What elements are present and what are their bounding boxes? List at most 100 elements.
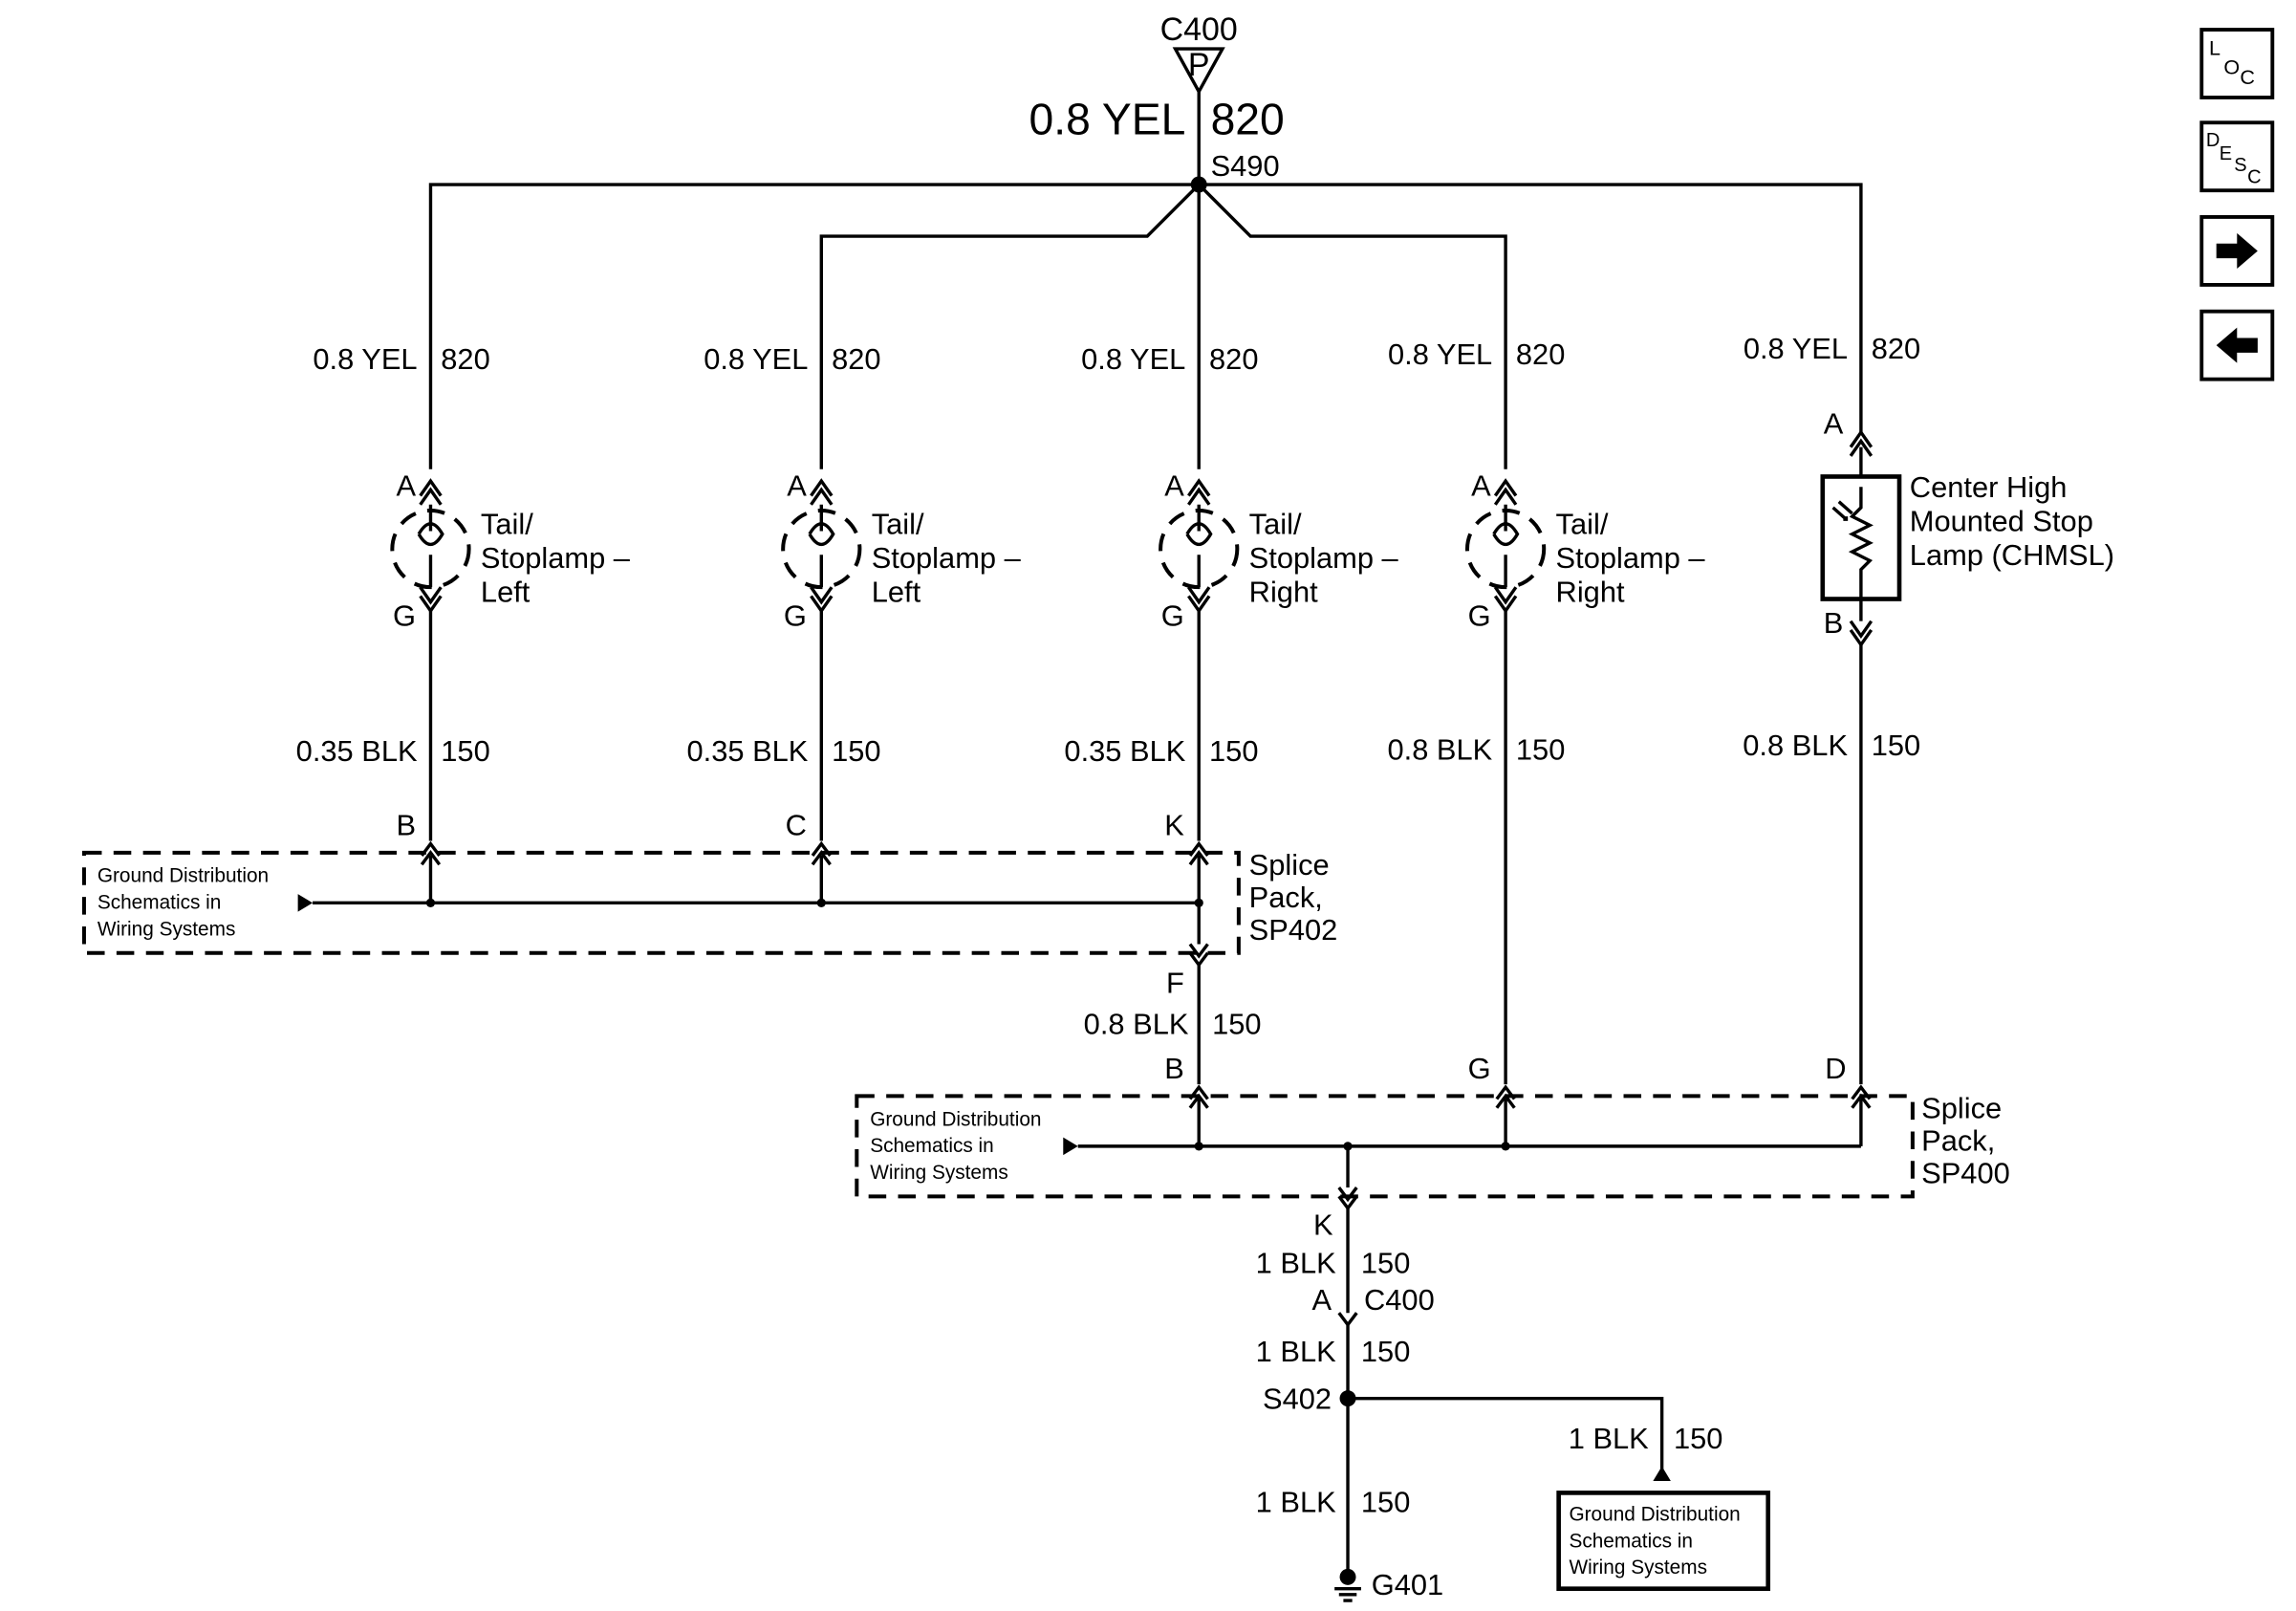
splice-pin: B	[396, 808, 416, 841]
ground-chain: K 1 BLK 150 A C400 1 BLK 150 S402 1 BLK …	[1256, 1208, 1771, 1602]
wire2-circuit: 150	[1361, 1335, 1410, 1368]
ref-line3: Wiring Systems	[870, 1162, 1008, 1184]
chmsl-label-line1: Center High	[1910, 470, 2068, 504]
lamp-label-line3: Left	[481, 576, 531, 609]
sp402-label-line2: Pack,	[1249, 881, 1323, 914]
branch-ref-line3: Wiring Systems	[1569, 1557, 1707, 1578]
splice-pack-sp400: Ground Distribution Schematics in Wiring…	[855, 1084, 2010, 1211]
ground-circuit: 150	[441, 734, 489, 768]
lamp-filament	[1185, 504, 1213, 588]
top-wire-circuit: 820	[1211, 95, 1285, 144]
led-rays-icon	[1831, 500, 1853, 521]
lamp-tail-stop-left-1: 0.8 YEL 820 A G Tail/ Stoplamp – Left 0.…	[296, 342, 631, 841]
sp400-outline	[855, 1094, 1915, 1199]
lamp-filament	[808, 504, 835, 588]
sp400-in-pin: B	[1164, 1052, 1184, 1085]
ground-icon	[1334, 1586, 1361, 1602]
ground-circuit: 150	[1516, 733, 1565, 767]
wire-branch-left	[819, 183, 1201, 469]
pin-k-connector	[1188, 840, 1209, 945]
branch-arrow-icon	[1653, 1466, 1671, 1482]
sp400-out-pin: K	[1313, 1208, 1333, 1241]
top-connector-pin: P	[1188, 47, 1210, 83]
previous-page-button[interactable]	[2199, 309, 2275, 381]
lamp-label-line3: Right	[1249, 576, 1318, 609]
lamp-label-line1: Tail/	[1556, 508, 1609, 541]
branch-ref-line1: Ground Distribution	[1569, 1504, 1740, 1526]
pin-g: G	[1468, 599, 1491, 632]
top-connector-c400: C400 P	[1160, 11, 1238, 96]
loc-letter-o: O	[2223, 54, 2240, 78]
sp402-label-line1: Splice	[1249, 848, 1330, 882]
pin-g-connector	[1187, 586, 1211, 614]
lamp-filament	[1492, 504, 1520, 588]
splice-pack-sp402: Ground Distribution Schematics in Wiring…	[81, 840, 1338, 968]
wire-gauge: 0.8 YEL	[313, 342, 417, 376]
splice-pin: G	[1468, 1052, 1491, 1085]
ref-line2: Schematics in	[870, 1135, 994, 1157]
wire-circuit: 820	[1209, 342, 1258, 376]
arrow-left-icon	[2216, 327, 2258, 363]
desc-button[interactable]: D E S C	[2199, 120, 2275, 193]
splice-s490-label: S490	[1211, 149, 1280, 183]
ref-arrow-icon	[1063, 1137, 1078, 1156]
pin-a: A	[1824, 407, 1844, 441]
pin-g-connector	[1495, 1084, 1516, 1146]
sp402-out-circuit: 150	[1212, 1008, 1261, 1041]
wire-gauge: 0.8 YEL	[1388, 337, 1492, 371]
next-page-button[interactable]	[2199, 215, 2275, 287]
chmsl-element	[1848, 487, 1874, 599]
ground-circuit: 150	[1209, 734, 1258, 768]
pin-a: A	[1164, 469, 1184, 503]
pin-a: A	[787, 469, 807, 503]
sp400-label-line1: Splice	[1921, 1092, 2002, 1125]
pin-b-connector	[1188, 1084, 1209, 1146]
ref-line3: Wiring Systems	[97, 918, 236, 940]
ground-gauge: 0.35 BLK	[686, 734, 808, 768]
ground-circuit: 150	[1872, 729, 1920, 762]
pin-d-connector	[1851, 1084, 1872, 1146]
loc-button[interactable]: L O C	[2199, 28, 2275, 99]
loc-letter-l: L	[2209, 35, 2220, 59]
wire-gauge: 0.8 YEL	[1081, 342, 1185, 376]
wire-branch-right	[1198, 183, 1507, 469]
pin-g: G	[1161, 599, 1184, 632]
ref-line2: Schematics in	[97, 891, 222, 913]
splice-s402-label: S402	[1263, 1382, 1332, 1415]
pin-g-connector	[810, 586, 834, 614]
pin-g-connector	[419, 586, 443, 614]
chmsl-label-line3: Lamp (CHMSL)	[1910, 538, 2114, 572]
connector-symbol	[1172, 47, 1225, 96]
chmsl-lamp: 0.8 YEL 820 A B Center High Mounted Stop…	[1743, 332, 2114, 1085]
loc-letter-c: C	[2240, 65, 2255, 89]
pin-g-connector	[1493, 586, 1518, 614]
branch-gauge: 1 BLK	[1569, 1422, 1649, 1455]
sp400-label-line3: SP400	[1921, 1156, 2010, 1189]
splice-pin: C	[786, 808, 807, 841]
lamp-filament	[417, 504, 444, 588]
desc-button-frame	[2199, 120, 2275, 193]
ref-line1: Ground Distribution	[97, 865, 269, 887]
top-wire-gauge: 0.8 YEL	[1029, 95, 1186, 144]
sp402-label-line3: SP402	[1249, 913, 1338, 947]
wire-circuit: 820	[441, 342, 489, 376]
lamp-label-line3: Right	[1556, 576, 1625, 609]
pin-a: A	[396, 469, 416, 503]
pin-f-connector	[1188, 943, 1209, 968]
branch-circuit: 150	[1674, 1422, 1722, 1455]
pin-k-connector	[1337, 1186, 1358, 1211]
desc-letter-d: D	[2206, 130, 2220, 151]
lamp-label-line2: Stoplamp –	[481, 541, 631, 575]
lamp-label-line2: Stoplamp –	[1249, 541, 1399, 575]
splice-pin: D	[1825, 1052, 1846, 1085]
lamp-tail-stop-left-2: 0.8 YEL 820 A G Tail/ Stoplamp – Left 0.…	[686, 342, 1021, 841]
desc-letter-e: E	[2220, 143, 2232, 164]
sp402-out-pin: F	[1166, 966, 1184, 999]
wire-outer-bus	[428, 183, 1863, 469]
arrow-right-icon	[2216, 232, 2258, 269]
top-connector-name: C400	[1160, 11, 1238, 48]
pin-a-connector	[810, 478, 834, 506]
splice-pin: K	[1164, 808, 1184, 841]
pin-b: B	[1824, 606, 1844, 640]
sp402-out-gauge: 0.8 BLK	[1084, 1008, 1189, 1041]
